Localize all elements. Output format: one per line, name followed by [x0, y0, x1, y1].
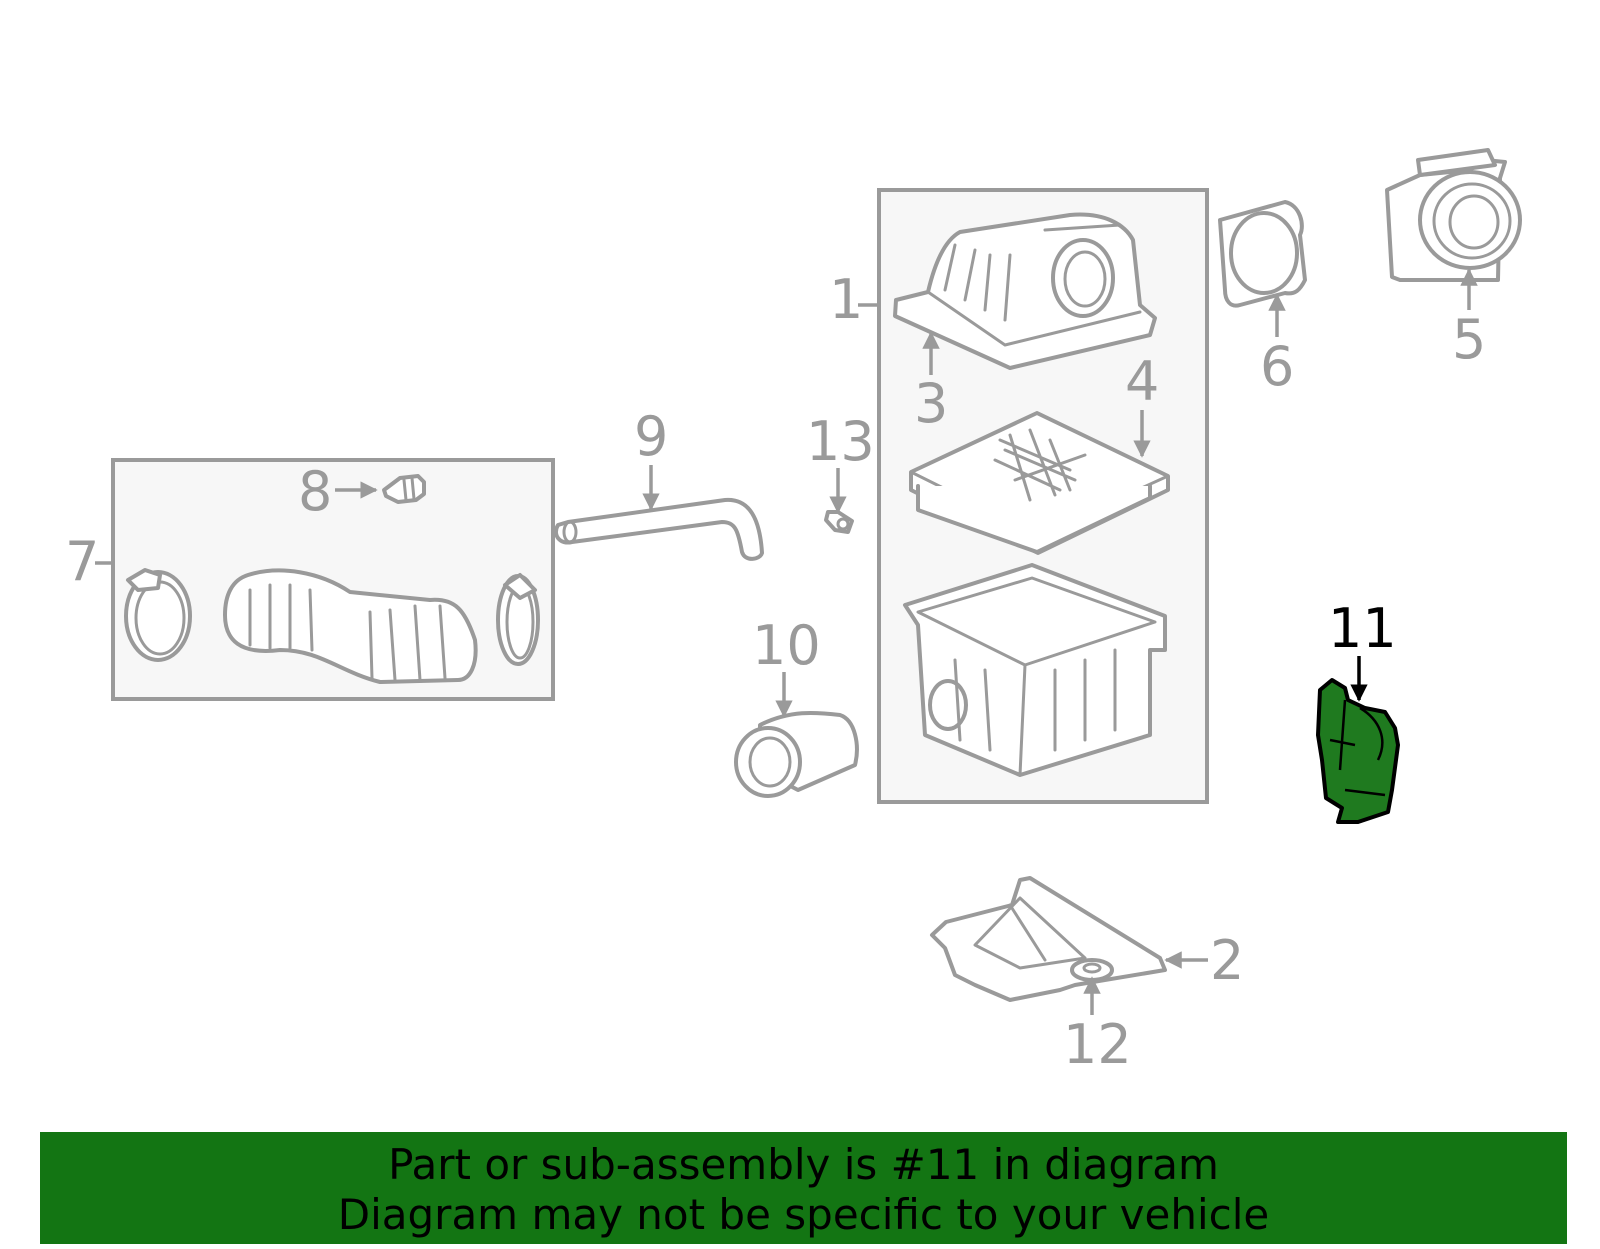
mass-air-flow-sensor[interactable] [1385, 148, 1522, 282]
callout-5: 5 [1452, 308, 1486, 371]
callout-12: 12 [1063, 1013, 1132, 1076]
banner-line-2: Diagram may not be specific to your vehi… [337, 1190, 1270, 1239]
callout-9: 9 [634, 405, 668, 468]
callout-3: 3 [914, 372, 948, 435]
callout-13: 13 [806, 410, 875, 473]
air-filter-element[interactable] [909, 411, 1170, 555]
callout-4: 4 [1125, 350, 1159, 413]
gasket[interactable] [1218, 200, 1307, 308]
info-banner: Part or sub-assembly is #11 in diagram D… [40, 1132, 1567, 1244]
banner-line-1: Part or sub-assembly is #11 in diagram [388, 1140, 1219, 1189]
breather-hose[interactable] [553, 497, 764, 561]
air-temp-sensor[interactable] [382, 474, 426, 504]
clip[interactable] [824, 510, 854, 534]
callout-7: 7 [65, 530, 99, 593]
callout-6: 6 [1260, 335, 1294, 398]
callout-10: 10 [752, 614, 821, 677]
callout-1: 1 [829, 268, 863, 331]
resonator[interactable] [734, 710, 859, 798]
upper-housing-cover[interactable] [893, 212, 1157, 370]
housing-tray[interactable] [930, 876, 1167, 1002]
highlighted-part-11[interactable] [1316, 678, 1400, 824]
grommet[interactable] [1070, 958, 1114, 982]
intake-duct-parts[interactable] [124, 568, 540, 684]
callout-2: 2 [1210, 929, 1244, 992]
callout-8: 8 [298, 460, 332, 523]
callout-11: 11 [1328, 597, 1397, 660]
lower-housing[interactable] [903, 563, 1167, 777]
